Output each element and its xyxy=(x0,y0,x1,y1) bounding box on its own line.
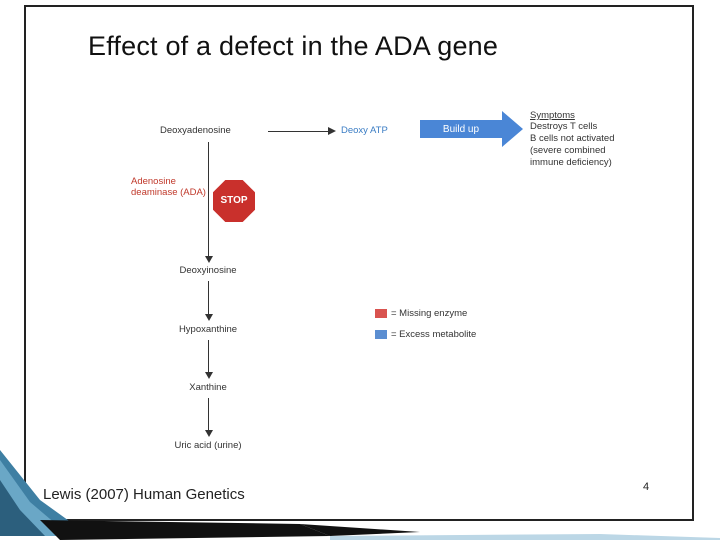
enzyme-label-ada: Adenosine deaminase (ADA) xyxy=(131,176,206,198)
pathway-arrow-1-head xyxy=(204,256,213,263)
metabolite-uric-acid: Uric acid (urine) xyxy=(174,440,242,451)
symptom-line: Destroys T cells xyxy=(530,121,598,132)
metabolite-deoxyinosine: Deoxyinosine xyxy=(179,265,237,276)
buildup-label: Build up xyxy=(442,124,480,135)
pathway-arrow-4-head xyxy=(204,430,213,437)
pathway-arrow-1 xyxy=(208,142,209,257)
metabolite-xanthine: Xanthine xyxy=(189,382,227,393)
slide-page-number: 4 xyxy=(643,481,650,493)
slide-title: Effect of a defect in the ADA gene xyxy=(88,31,499,61)
symptom-line: B cells not activated xyxy=(530,133,615,144)
arrow-to-deoxy-atp-head xyxy=(328,127,336,135)
symptom-line: (severe combined xyxy=(530,145,606,156)
metabolite-deoxyadenosine: Deoxyadenosine xyxy=(160,125,231,136)
legend-label-missing-enzyme: = Missing enzyme xyxy=(391,308,468,319)
metabolite-deoxy-atp: Deoxy ATP xyxy=(341,125,388,136)
stop-sign-icon: STOP xyxy=(213,180,255,222)
pathway-arrow-4 xyxy=(208,398,209,431)
symptoms-heading: Symptoms xyxy=(530,110,575,121)
slide-footer-citation: Lewis (2007) Human Genetics xyxy=(43,486,245,503)
symptom-line: immune deficiency) xyxy=(530,157,612,168)
legend-swatch-excess-metabolite xyxy=(375,330,387,339)
legend-swatch-missing-enzyme xyxy=(375,309,387,318)
pathway-arrow-3 xyxy=(208,340,209,373)
slide-frame xyxy=(24,5,694,521)
decorative-ribbon xyxy=(0,450,720,540)
pathway-arrow-2 xyxy=(208,281,209,315)
buildup-arrow: Build up xyxy=(420,111,523,147)
metabolite-hypoxanthine: Hypoxanthine xyxy=(178,324,238,335)
arrow-to-deoxy-atp xyxy=(268,131,328,132)
pathway-arrow-2-head xyxy=(204,314,213,321)
legend-label-excess-metabolite: = Excess metabolite xyxy=(391,329,477,340)
pathway-arrow-3-head xyxy=(204,372,213,379)
stop-label: STOP xyxy=(220,195,248,206)
